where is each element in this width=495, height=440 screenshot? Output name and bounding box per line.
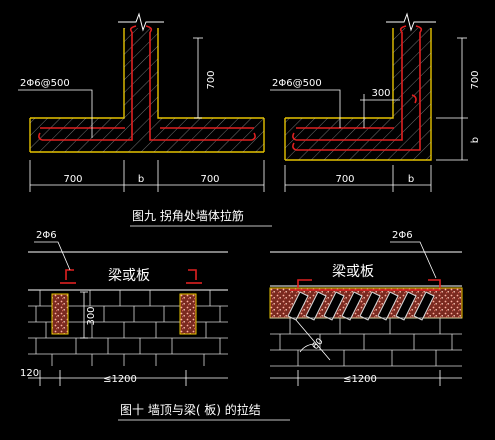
break-symbol-icon bbox=[118, 12, 164, 32]
fig10-left-rebar bbox=[60, 269, 202, 284]
fig10-left-rebar-label: 2Φ6 bbox=[36, 230, 57, 241]
fig9-right-dim-anchor bbox=[360, 94, 400, 128]
fig10-right-detail: 梁或板 bbox=[269, 230, 463, 386]
break-symbol-icon bbox=[386, 12, 436, 32]
fig10-right-beam-label: 梁或板 bbox=[332, 264, 374, 280]
fig10-right-dim-bottom bbox=[270, 370, 462, 386]
fig9-left-hatch bbox=[30, 28, 264, 152]
fig10-left-leader bbox=[34, 241, 71, 271]
fig9-left-dim-bottom bbox=[29, 160, 265, 192]
fig9-right-dim-vertical-top: 700 bbox=[470, 70, 481, 89]
fig9-right-hatch bbox=[285, 28, 431, 160]
fig9-right-dim-bottom-0: 700 bbox=[335, 174, 354, 185]
fig9-left-leader bbox=[18, 89, 93, 138]
fig10-right-leader bbox=[390, 241, 437, 279]
fig10-left-beam-label: 梁或板 bbox=[108, 268, 150, 284]
fig9-left-dim-bottom-2: 700 bbox=[200, 174, 219, 185]
fig10-right-rebar-label: 2Φ6 bbox=[392, 230, 413, 241]
fig10-left-beam bbox=[28, 251, 228, 291]
fig10-right-diagonal-bricks bbox=[287, 291, 435, 321]
fig10-left-dim-height-text: 300 bbox=[86, 306, 97, 325]
fig9-caption: 图九 拐角处墙体拉筋 bbox=[132, 208, 244, 223]
fig9-right-dim-bottom-1: b bbox=[408, 174, 414, 185]
fig9-left-dim-bottom-0: 700 bbox=[63, 174, 82, 185]
fig9-right-rebar-label: 2Φ6@500 bbox=[272, 78, 322, 89]
fig9-left-rebar bbox=[38, 25, 256, 141]
fig9-right-dim-vertical bbox=[436, 37, 468, 161]
fig9-right-dim-bottom bbox=[284, 165, 432, 192]
fig10-right-rebar bbox=[290, 279, 441, 291]
fig10-caption: 图十 墙顶与梁( 板) 的拉结 bbox=[120, 402, 261, 417]
fig10-left-detail: 梁或板 300 bbox=[20, 230, 228, 386]
fig9-left-dim-vertical bbox=[193, 37, 203, 119]
fig10-left-mortar-column-2 bbox=[179, 293, 197, 335]
fig9-right-rebar bbox=[292, 25, 423, 151]
fig10-left-dim-side: 120 bbox=[20, 368, 39, 379]
fig10-left-mortar-column-1 bbox=[51, 293, 69, 335]
fig10-right-beam bbox=[270, 251, 462, 287]
fig9-right-detail: 300 700 b 2Φ6@500 700 b bbox=[270, 12, 481, 192]
fig9-right-dim-vertical-bottom: b bbox=[470, 137, 481, 143]
fig9-left-dim-vertical-text: 700 bbox=[206, 70, 217, 89]
fig9-left-rebar-label: 2Φ6@500 bbox=[20, 78, 70, 89]
fig10-right-dim-angle bbox=[295, 319, 331, 361]
fig10-left-dim-bottom bbox=[28, 370, 228, 386]
fig9-right-leader bbox=[270, 89, 341, 128]
fig9-left-dim-bottom-1: b bbox=[138, 174, 144, 185]
fig10-left-dim-spacing: ≤1200 bbox=[103, 374, 137, 385]
brick-pattern bbox=[270, 317, 462, 367]
fig9-right-dim-anchor-text: 300 bbox=[371, 88, 390, 99]
fig10-right-dim-spacing: ≤1200 bbox=[343, 374, 377, 385]
fig10-left-dim-height bbox=[80, 291, 88, 339]
fig9-left-detail: 700 2Φ6@500 700 b 700 bbox=[18, 12, 265, 192]
